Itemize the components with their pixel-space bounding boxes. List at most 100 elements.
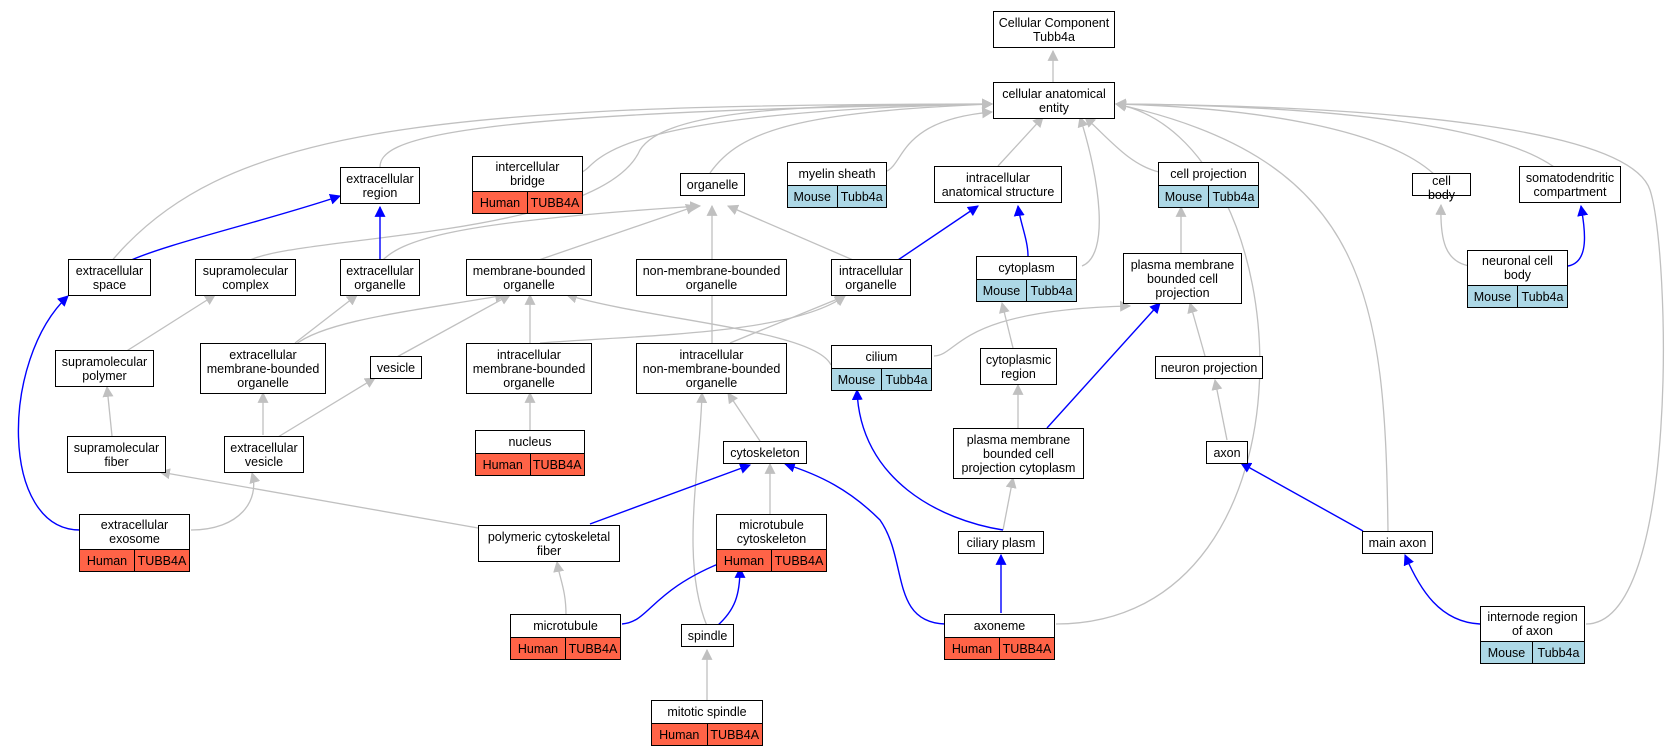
node-label: cytoskeleton xyxy=(730,445,800,460)
node-supramolecular-polymer[interactable]: supramolecular polymer xyxy=(55,350,154,387)
edge-microtubule-to-microtubule-cytoskeleton xyxy=(621,558,730,625)
node-label: polymeric cytoskeletal fiber xyxy=(487,529,611,558)
gene-cell: TUBB4A xyxy=(999,638,1054,659)
node-label: extracellular vesicle xyxy=(230,440,298,469)
edge-extracellular-mb-to-membrane-bounded xyxy=(294,291,507,346)
node-label: extracellular organelle xyxy=(346,263,414,292)
edge-cilium-to-membrane-bounded xyxy=(565,292,832,366)
gene-cell: TUBB4A xyxy=(529,454,584,475)
node-label: extracellular space xyxy=(75,263,144,292)
node-label: axon xyxy=(1213,445,1241,460)
edge-exosome-to-extracellular-space xyxy=(17,295,81,531)
species-cell: Mouse xyxy=(1159,186,1208,207)
node-neuron-projection[interactable]: neuron projection xyxy=(1155,356,1263,379)
node-label: Cellular Component Tubb4a xyxy=(998,15,1110,44)
node-ciliary-plasm[interactable]: ciliary plasm xyxy=(958,531,1044,554)
edge-exosome-to-extracellular-vesicle xyxy=(190,471,261,531)
node-label: internode region of axon xyxy=(1487,610,1578,638)
edge-membrane-bounded-to-organelle xyxy=(529,204,698,264)
node-root[interactable]: Cellular Component Tubb4a xyxy=(993,11,1115,48)
node-extracellular-organelle[interactable]: extracellular organelle xyxy=(340,259,420,296)
node-intracellular-anatomical-structure[interactable]: intracellular anatomical structure xyxy=(934,166,1062,203)
node-label: extracellular exosome xyxy=(100,518,169,546)
node-label: intracellular anatomical structure xyxy=(941,170,1055,199)
node-main-axon[interactable]: main axon xyxy=(1362,531,1433,554)
species-cell: Human xyxy=(80,550,134,571)
node-pm-bounded-cell-projection[interactable]: plasma membrane bounded cell projection xyxy=(1123,253,1242,304)
node-extracellular-vesicle[interactable]: extracellular vesicle xyxy=(224,436,304,473)
edge-microtubule-to-polymeric-fiber xyxy=(553,560,567,616)
node-cytoplasmic-region[interactable]: cytoplasmic region xyxy=(980,348,1057,385)
edge-ciliary-plasm-to-pm-bounded-cytoplasm xyxy=(1002,476,1017,531)
node-intracellular-organelle[interactable]: intracellular organelle xyxy=(831,259,911,296)
species-cell: Mouse xyxy=(1468,286,1517,307)
edge-internode-to-cae xyxy=(1114,98,1664,625)
edge-intercellular-bridge-to-cae xyxy=(581,98,994,173)
node-supramolecular-fiber[interactable]: supramolecular fiber xyxy=(67,436,166,473)
node-label: cellular anatomical entity xyxy=(1002,86,1106,115)
edge-extracellular-mb-to-extracellular-organelle xyxy=(294,294,358,344)
node-vesicle[interactable]: vesicle xyxy=(370,356,422,379)
edge-cytoplasm-to-intracellular-structure xyxy=(1013,204,1029,257)
edge-main-axon-to-axon xyxy=(1240,462,1364,532)
gene-cell: TUBB4A xyxy=(706,724,762,745)
edge-supramolecular-complex-to-cae xyxy=(244,98,994,264)
node-cytoskeleton[interactable]: cytoskeleton xyxy=(723,441,807,464)
gene-cell: Tubb4a xyxy=(1026,280,1076,301)
edge-spindle-to-intracellular-nmb xyxy=(692,391,708,627)
node-label: plasma membrane bounded cell projection … xyxy=(961,432,1076,475)
node-polymeric-cytoskeletal-fiber[interactable]: polymeric cytoskeletal fiber xyxy=(478,525,620,562)
node-non-membrane-bounded-organelle[interactable]: non-membrane-bounded organelle xyxy=(636,259,787,296)
edge-intracellular-nmb-to-intracellular-organelle xyxy=(729,294,847,344)
node-label: microtubule cytoskeleton xyxy=(736,518,807,546)
species-cell: Mouse xyxy=(832,369,881,390)
edge-polymeric-fiber-to-cytoskeleton xyxy=(589,463,752,525)
node-membrane-bounded-organelle[interactable]: membrane-bounded organelle xyxy=(466,259,592,296)
edge-polymeric-fiber-to-supramolecular-fiber xyxy=(158,468,479,529)
node-supramolecular-complex[interactable]: supramolecular complex xyxy=(195,259,296,296)
node-intracellular-nmb-organelle[interactable]: intracellular non-membrane-bounded organ… xyxy=(636,343,787,394)
edge-supramolecular-fiber-to-polymer xyxy=(102,385,114,437)
node-organelle[interactable]: organelle xyxy=(680,173,745,196)
node-label: main axon xyxy=(1368,535,1427,550)
node-pm-bounded-projection-cytoplasm[interactable]: plasma membrane bounded cell projection … xyxy=(953,428,1084,479)
edge-extracellular-space-to-extracellular-region xyxy=(124,194,342,264)
edge-intracellular-organelle-to-organelle xyxy=(726,204,861,264)
node-intracellular-mb-organelle[interactable]: intracellular membrane-bounded organelle xyxy=(466,343,592,394)
node-somatodendritic-compartment[interactable]: somatodendritic compartment xyxy=(1519,166,1621,203)
node-extracellular-space[interactable]: extracellular space xyxy=(68,259,151,296)
node-spindle[interactable]: spindle xyxy=(681,624,734,647)
node-cellular-anatomical-entity[interactable]: cellular anatomical entity xyxy=(993,82,1115,119)
node-label: extracellular membrane-bounded organelle xyxy=(206,347,320,390)
node-label: spindle xyxy=(687,628,728,643)
node-axon[interactable]: axon xyxy=(1206,441,1248,464)
node-cell-body[interactable]: cell body xyxy=(1412,173,1471,202)
node-label: microtubule xyxy=(533,619,598,633)
species-cell: Human xyxy=(476,454,530,475)
gene-cell: TUBB4A xyxy=(134,550,189,571)
node-extracellular-mb-organelle[interactable]: extracellular membrane-bounded organelle xyxy=(200,343,326,394)
edge-intracellular-structure-to-cae xyxy=(997,116,1044,167)
node-extracellular-region[interactable]: extracellular region xyxy=(340,167,420,204)
node-label: nucleus xyxy=(508,435,552,449)
node-label: extracellular region xyxy=(346,171,414,200)
